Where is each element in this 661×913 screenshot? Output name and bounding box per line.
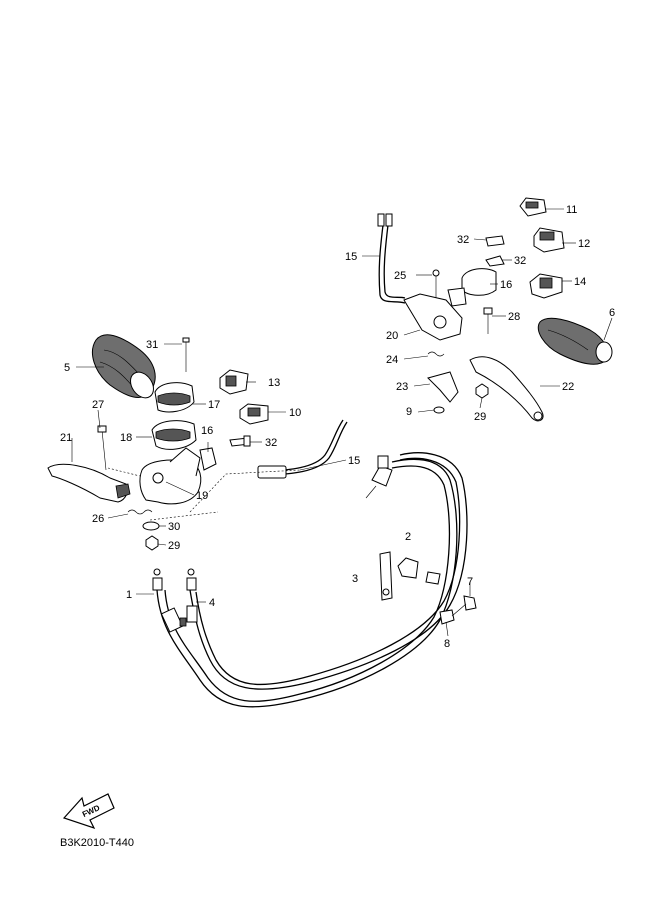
callout-7: 7 (467, 576, 473, 588)
left-grip (92, 334, 156, 399)
callout-6: 6 (609, 307, 615, 319)
callout-29-left: 29 (168, 540, 180, 552)
cable-guide-parts (365, 455, 477, 625)
callout-15-mid: 15 (348, 455, 360, 467)
callout-14: 14 (574, 276, 586, 288)
left-switch-cluster (47, 337, 269, 551)
callout-21: 21 (60, 432, 72, 444)
callout-29-right: 29 (474, 411, 486, 423)
callout-32-left: 32 (265, 437, 277, 449)
cable-assembly (156, 213, 468, 708)
callout-15-top: 15 (345, 251, 357, 263)
callout-27: 27 (92, 399, 104, 411)
callout-32-right: 32 (514, 255, 526, 267)
fwd-arrow-icon: FWD (62, 793, 115, 830)
callout-30: 30 (168, 521, 180, 533)
callout-8: 8 (444, 638, 450, 650)
callout-11: 11 (566, 204, 577, 216)
callout-18: 18 (120, 432, 132, 444)
callout-32-top: 32 (457, 234, 469, 246)
callout-4: 4 (209, 597, 215, 609)
callout-5: 5 (64, 362, 70, 374)
callout-16-right: 16 (500, 279, 512, 291)
callout-28: 28 (508, 311, 520, 323)
callout-23: 23 (396, 381, 408, 393)
callout-2: 2 (405, 531, 411, 543)
callout-16-left: 16 (201, 425, 213, 437)
callout-25: 25 (394, 270, 406, 282)
callout-labels: 1 2 3 4 5 6 7 8 9 10 11 12 13 14 15 15 1… (60, 204, 615, 650)
diagram-code: B3K2010-T440 (60, 837, 134, 849)
leader-lines (71, 208, 613, 637)
callout-17: 17 (208, 399, 220, 411)
cable-end-fittings (152, 568, 198, 633)
callout-13: 13 (268, 377, 280, 389)
callout-9: 9 (406, 406, 412, 418)
callout-1: 1 (126, 589, 132, 601)
callout-31: 31 (146, 339, 158, 351)
callout-22: 22 (562, 381, 574, 393)
callout-3: 3 (352, 573, 358, 585)
right-switch-cluster (403, 197, 613, 422)
callout-19: 19 (196, 490, 208, 502)
callout-12: 12 (578, 238, 590, 250)
callout-10: 10 (289, 407, 301, 419)
callout-26: 26 (92, 513, 104, 525)
callout-24: 24 (386, 354, 398, 366)
callout-20: 20 (386, 330, 398, 342)
